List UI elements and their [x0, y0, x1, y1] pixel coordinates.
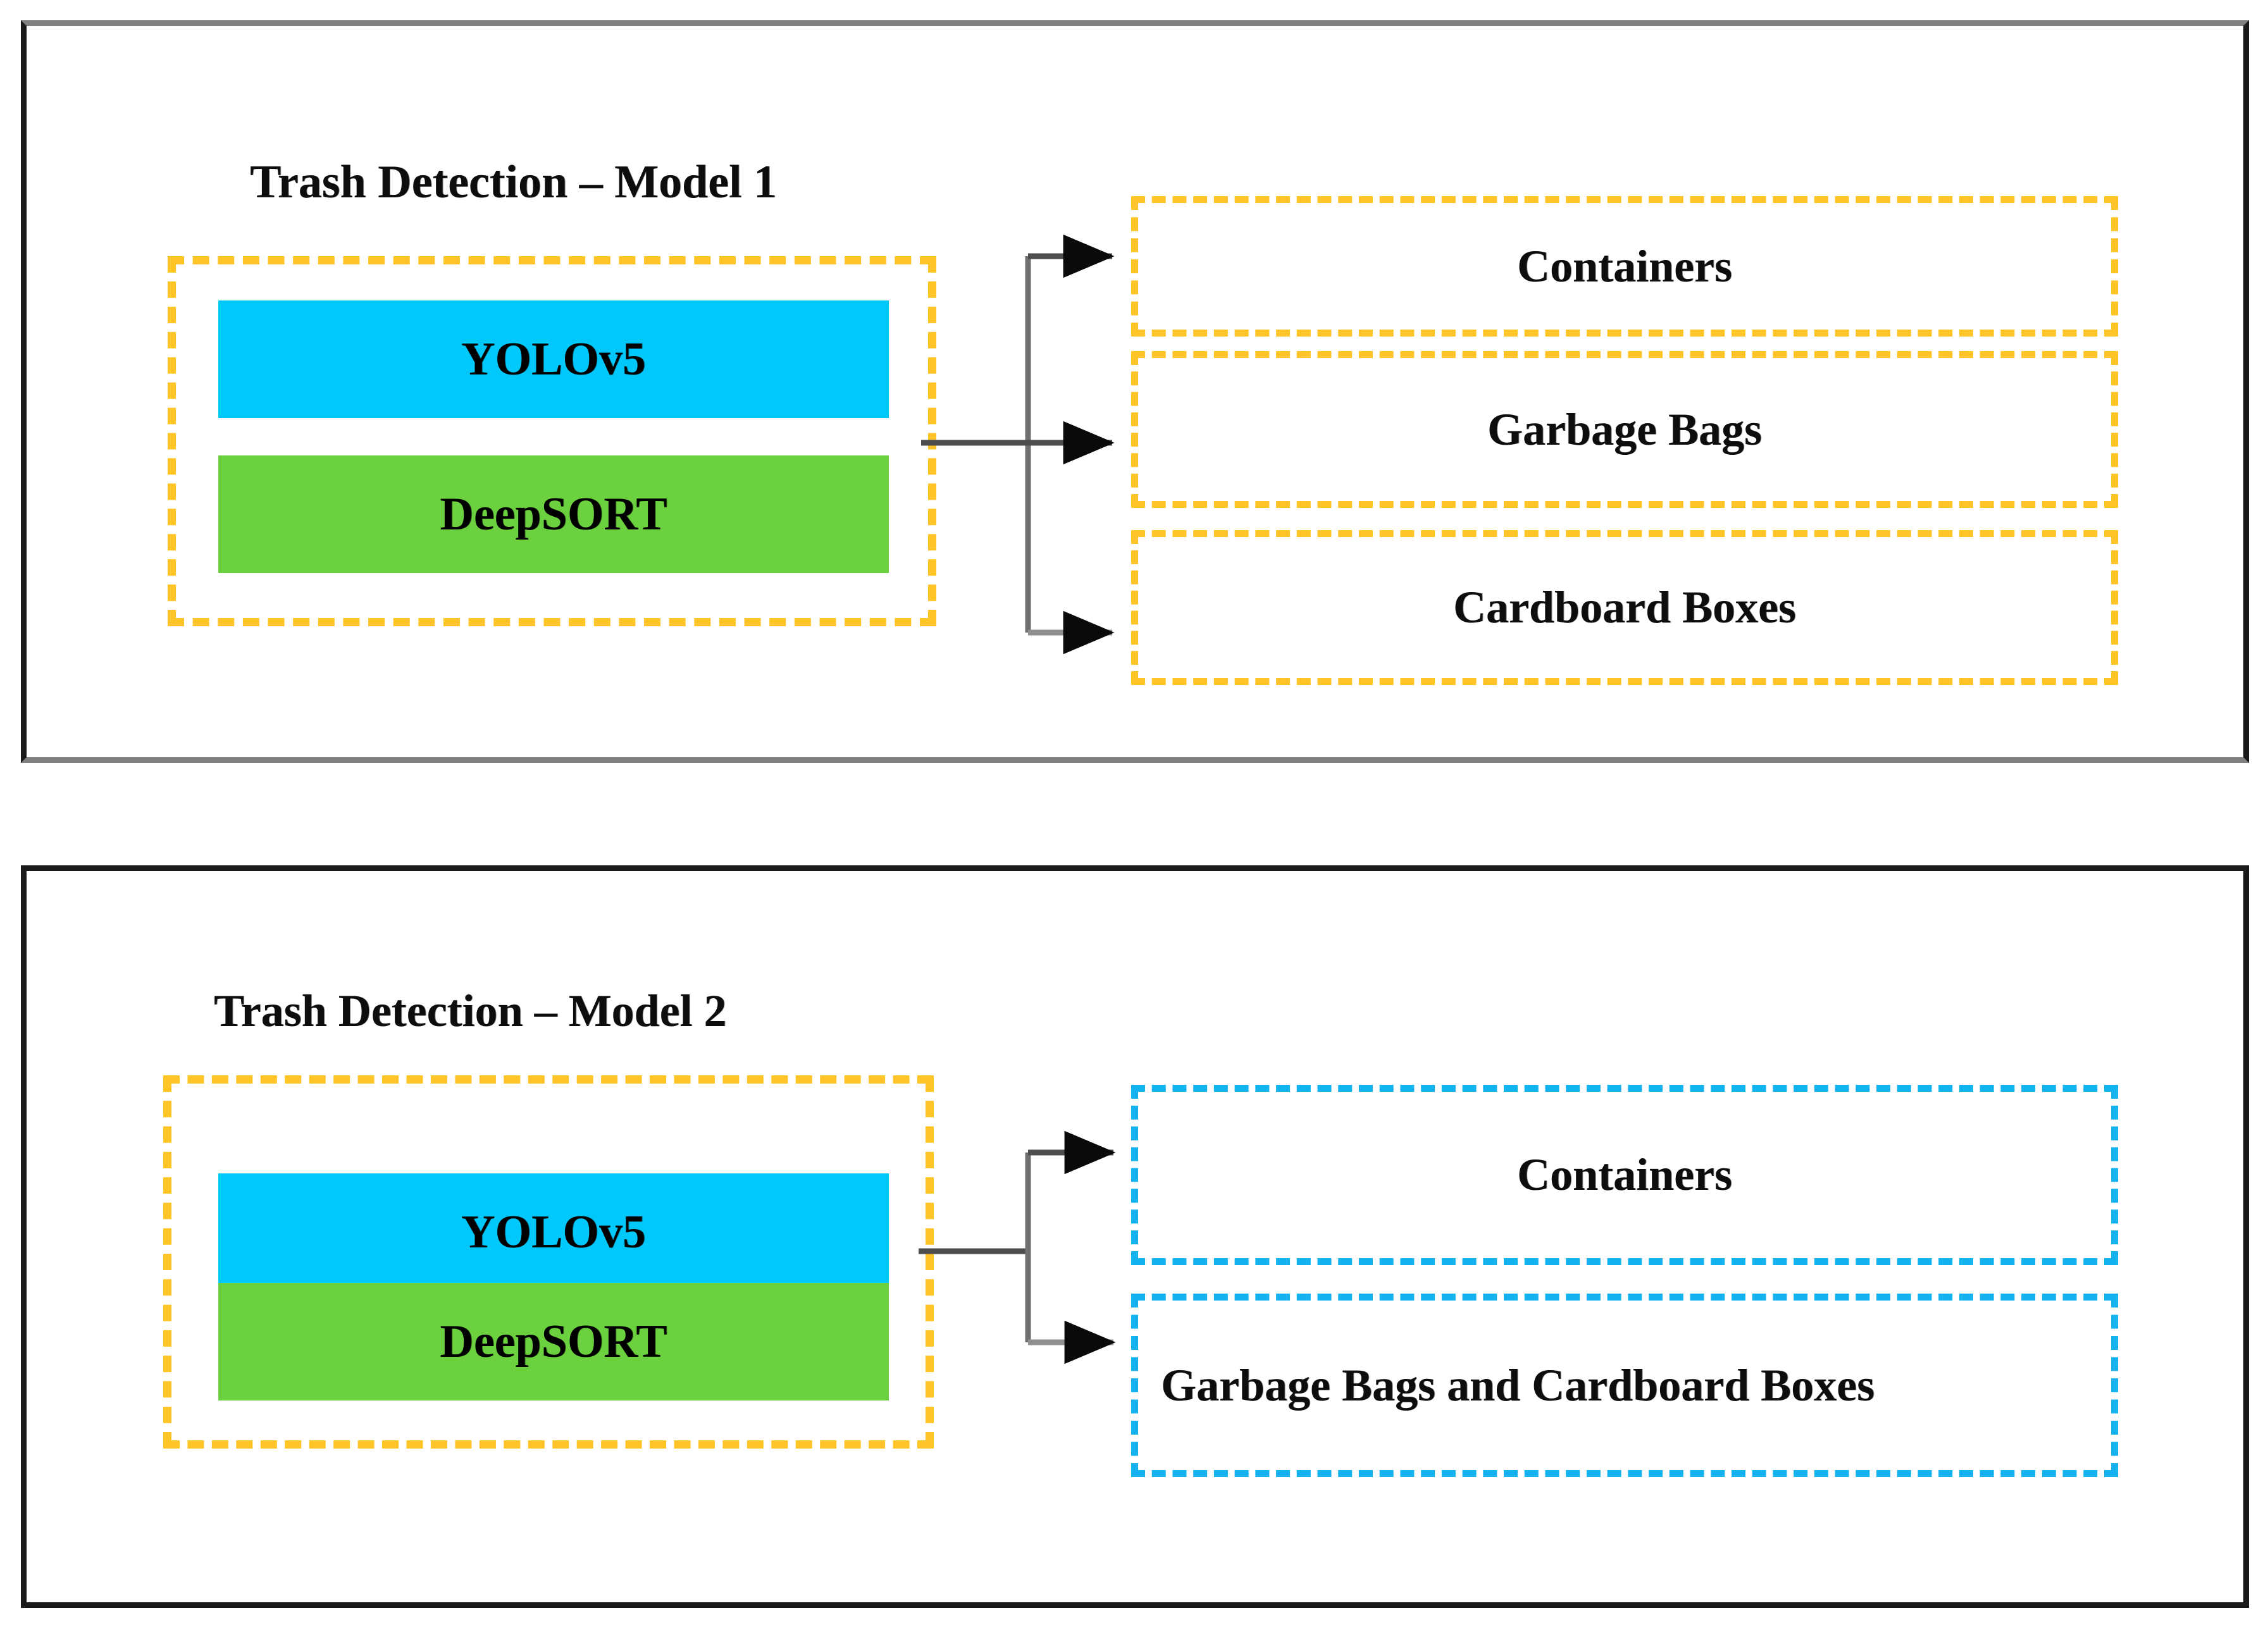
- panel-2-title: Trash Detection – Model 2: [214, 986, 727, 1036]
- panel-1-output-cardboard-boxes[interactable]: Cardboard Boxes: [1131, 530, 2118, 685]
- panel-1-title: Trash Detection – Model 1: [250, 156, 778, 208]
- panel-1-block-yolov5[interactable]: YOLOv5: [218, 300, 889, 418]
- panel-1-output-containers-label: Containers: [1517, 240, 1732, 292]
- panel-1-output-cardboard-boxes-label: Cardboard Boxes: [1453, 582, 1797, 633]
- panel-2-output-containers[interactable]: Containers: [1131, 1085, 2118, 1265]
- panel-1-output-garbage-bags[interactable]: Garbage Bags: [1131, 351, 2118, 508]
- panel-2-output-garbage-cardboard[interactable]: Garbage Bags and Cardboard Boxes: [1131, 1294, 2118, 1477]
- panel-1-block-deepsort[interactable]: DeepSORT: [218, 455, 889, 573]
- panel-2-output-containers-label: Containers: [1517, 1149, 1732, 1200]
- panel-2-block-yolov5[interactable]: YOLOv5: [218, 1173, 889, 1291]
- panel-1-output-garbage-bags-label: Garbage Bags: [1487, 404, 1762, 455]
- panel-2-output-garbage-cardboard-label: Garbage Bags and Cardboard Boxes: [1161, 1359, 1875, 1411]
- panel-1-output-containers[interactable]: Containers: [1131, 196, 2118, 337]
- panel-2-block-deepsort[interactable]: DeepSORT: [218, 1283, 889, 1400]
- panel-2-pipeline-group: [163, 1075, 934, 1449]
